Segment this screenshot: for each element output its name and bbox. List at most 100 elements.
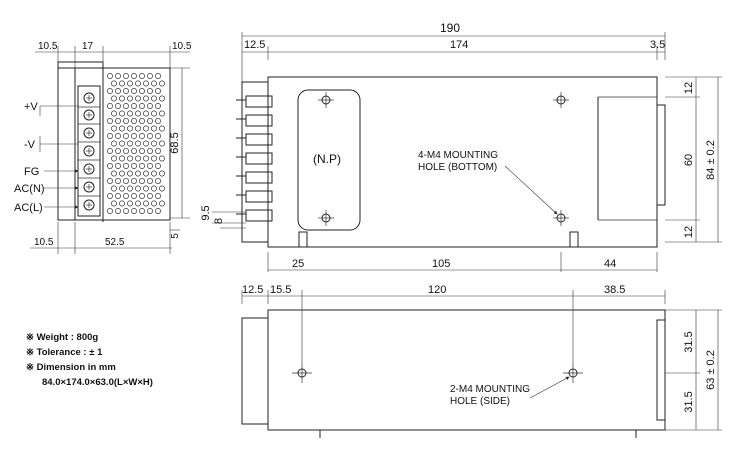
vent-hole — [147, 103, 153, 109]
front-dim-d1: 12.5 — [242, 284, 263, 296]
vent-hole — [115, 88, 121, 94]
vent-hole — [127, 125, 133, 132]
vent-hole — [115, 208, 121, 214]
vent-hole — [107, 178, 113, 184]
front-dim-v1: 31.5 — [683, 331, 695, 352]
top-dim-mid: 174 — [450, 39, 468, 51]
vent-hole — [111, 140, 117, 147]
vent-hole — [135, 200, 141, 207]
side-vent-pattern — [107, 73, 165, 214]
vent-hole — [119, 140, 125, 147]
vent-hole — [131, 193, 137, 199]
vent-hole — [151, 170, 157, 177]
top-dim-right: 3.5 — [650, 39, 665, 51]
vent-hole — [143, 185, 149, 192]
vent-hole — [115, 193, 121, 199]
vent-hole — [131, 118, 137, 124]
vent-hole — [143, 125, 149, 132]
np-plate — [297, 89, 361, 231]
vent-hole — [135, 110, 141, 117]
vent-hole — [139, 178, 145, 184]
terminal-label-ac-l: AC(L) — [14, 202, 43, 214]
vent-hole — [143, 155, 149, 162]
front-right-connector — [656, 319, 666, 421]
vent-hole — [107, 73, 113, 79]
top-dim-h2: 60 — [683, 154, 695, 166]
vent-hole — [123, 148, 129, 154]
vent-hole — [111, 200, 117, 207]
vent-hole — [139, 208, 145, 214]
vent-hole — [151, 125, 157, 132]
vent-hole — [107, 103, 113, 109]
vent-hole — [119, 155, 125, 162]
note-dimension: ※ Dimension in mm — [26, 362, 116, 373]
vent-hole — [111, 80, 117, 87]
top-dim-b1: 25 — [292, 258, 304, 270]
front-view: 12.5 15.5 120 38.5 2-M4 MOUNTING HOLE (S… — [241, 284, 722, 438]
vent-hole — [115, 118, 121, 124]
vent-hole — [139, 118, 145, 124]
vent-hole — [107, 133, 113, 139]
top-dim-h1: 12 — [683, 82, 695, 94]
vent-hole — [159, 155, 165, 162]
vent-hole — [111, 125, 117, 132]
vent-hole — [147, 133, 153, 139]
terminal-label-fg: FG — [24, 166, 39, 178]
vent-hole — [155, 88, 161, 94]
vent-hole — [159, 95, 165, 102]
spec-notes: ※ Weight : 800g ※ Tolerance : ± 1 ※ Dime… — [26, 330, 153, 390]
front-terminal-cover — [241, 317, 269, 425]
vent-hole — [127, 95, 133, 102]
vent-hole — [119, 185, 125, 192]
vent-hole — [107, 118, 113, 124]
vent-hole — [115, 148, 121, 154]
top-view: 190 12.5 174 3.5 — [200, 21, 722, 272]
vent-hole — [139, 133, 145, 139]
vent-hole — [155, 133, 161, 139]
vent-hole — [147, 178, 153, 184]
vent-hole — [159, 80, 165, 87]
vent-hole — [139, 148, 145, 154]
vent-hole — [147, 208, 153, 214]
top-terminal-cover — [241, 81, 269, 243]
vent-hole — [139, 88, 145, 94]
top-dim-h3: 12 — [683, 226, 695, 238]
vent-hole — [123, 103, 129, 109]
side-dim-bottom-mid: 52.5 — [105, 237, 125, 248]
vent-hole — [111, 170, 117, 177]
np-label: (N.P) — [313, 152, 341, 166]
vent-hole — [151, 200, 157, 207]
vent-hole — [151, 140, 157, 147]
vent-hole — [147, 73, 153, 79]
vent-hole — [123, 178, 129, 184]
vent-hole — [135, 155, 141, 162]
vent-hole — [159, 110, 165, 117]
vent-hole — [127, 110, 133, 117]
top-dim-b3: 44 — [604, 258, 616, 270]
front-dim-total-v: 63 ± 0.2 — [705, 350, 717, 390]
note-size: 84.0×174.0×63.0(L×W×H) — [42, 377, 153, 388]
front-body-outline — [267, 309, 666, 431]
front-dim-d2: 15.5 — [270, 284, 291, 296]
side-dim-height: 68.5 — [169, 132, 181, 153]
vent-hole — [131, 103, 137, 109]
vent-hole — [119, 170, 125, 177]
top-dim-overall: 190 — [440, 21, 460, 35]
vent-hole — [127, 170, 133, 177]
vent-hole — [143, 95, 149, 102]
vent-hole — [131, 208, 137, 214]
note-tolerance: ※ Tolerance : ± 1 — [26, 347, 103, 358]
vent-hole — [147, 88, 153, 94]
vent-hole — [119, 80, 125, 87]
vent-hole — [107, 163, 113, 169]
vent-hole — [139, 103, 145, 109]
top-callout-line2: HOLE (BOTTOM) — [418, 162, 497, 173]
terminal-screws — [83, 92, 95, 211]
top-dim-total-h: 84 ± 0.2 — [705, 140, 717, 180]
vent-hole — [127, 200, 133, 207]
top-right-connector — [656, 104, 666, 206]
vent-hole — [115, 163, 121, 169]
vent-hole — [155, 103, 161, 109]
top-callout-line1: 4-M4 MOUNTING — [418, 150, 498, 161]
vent-hole — [151, 185, 157, 192]
